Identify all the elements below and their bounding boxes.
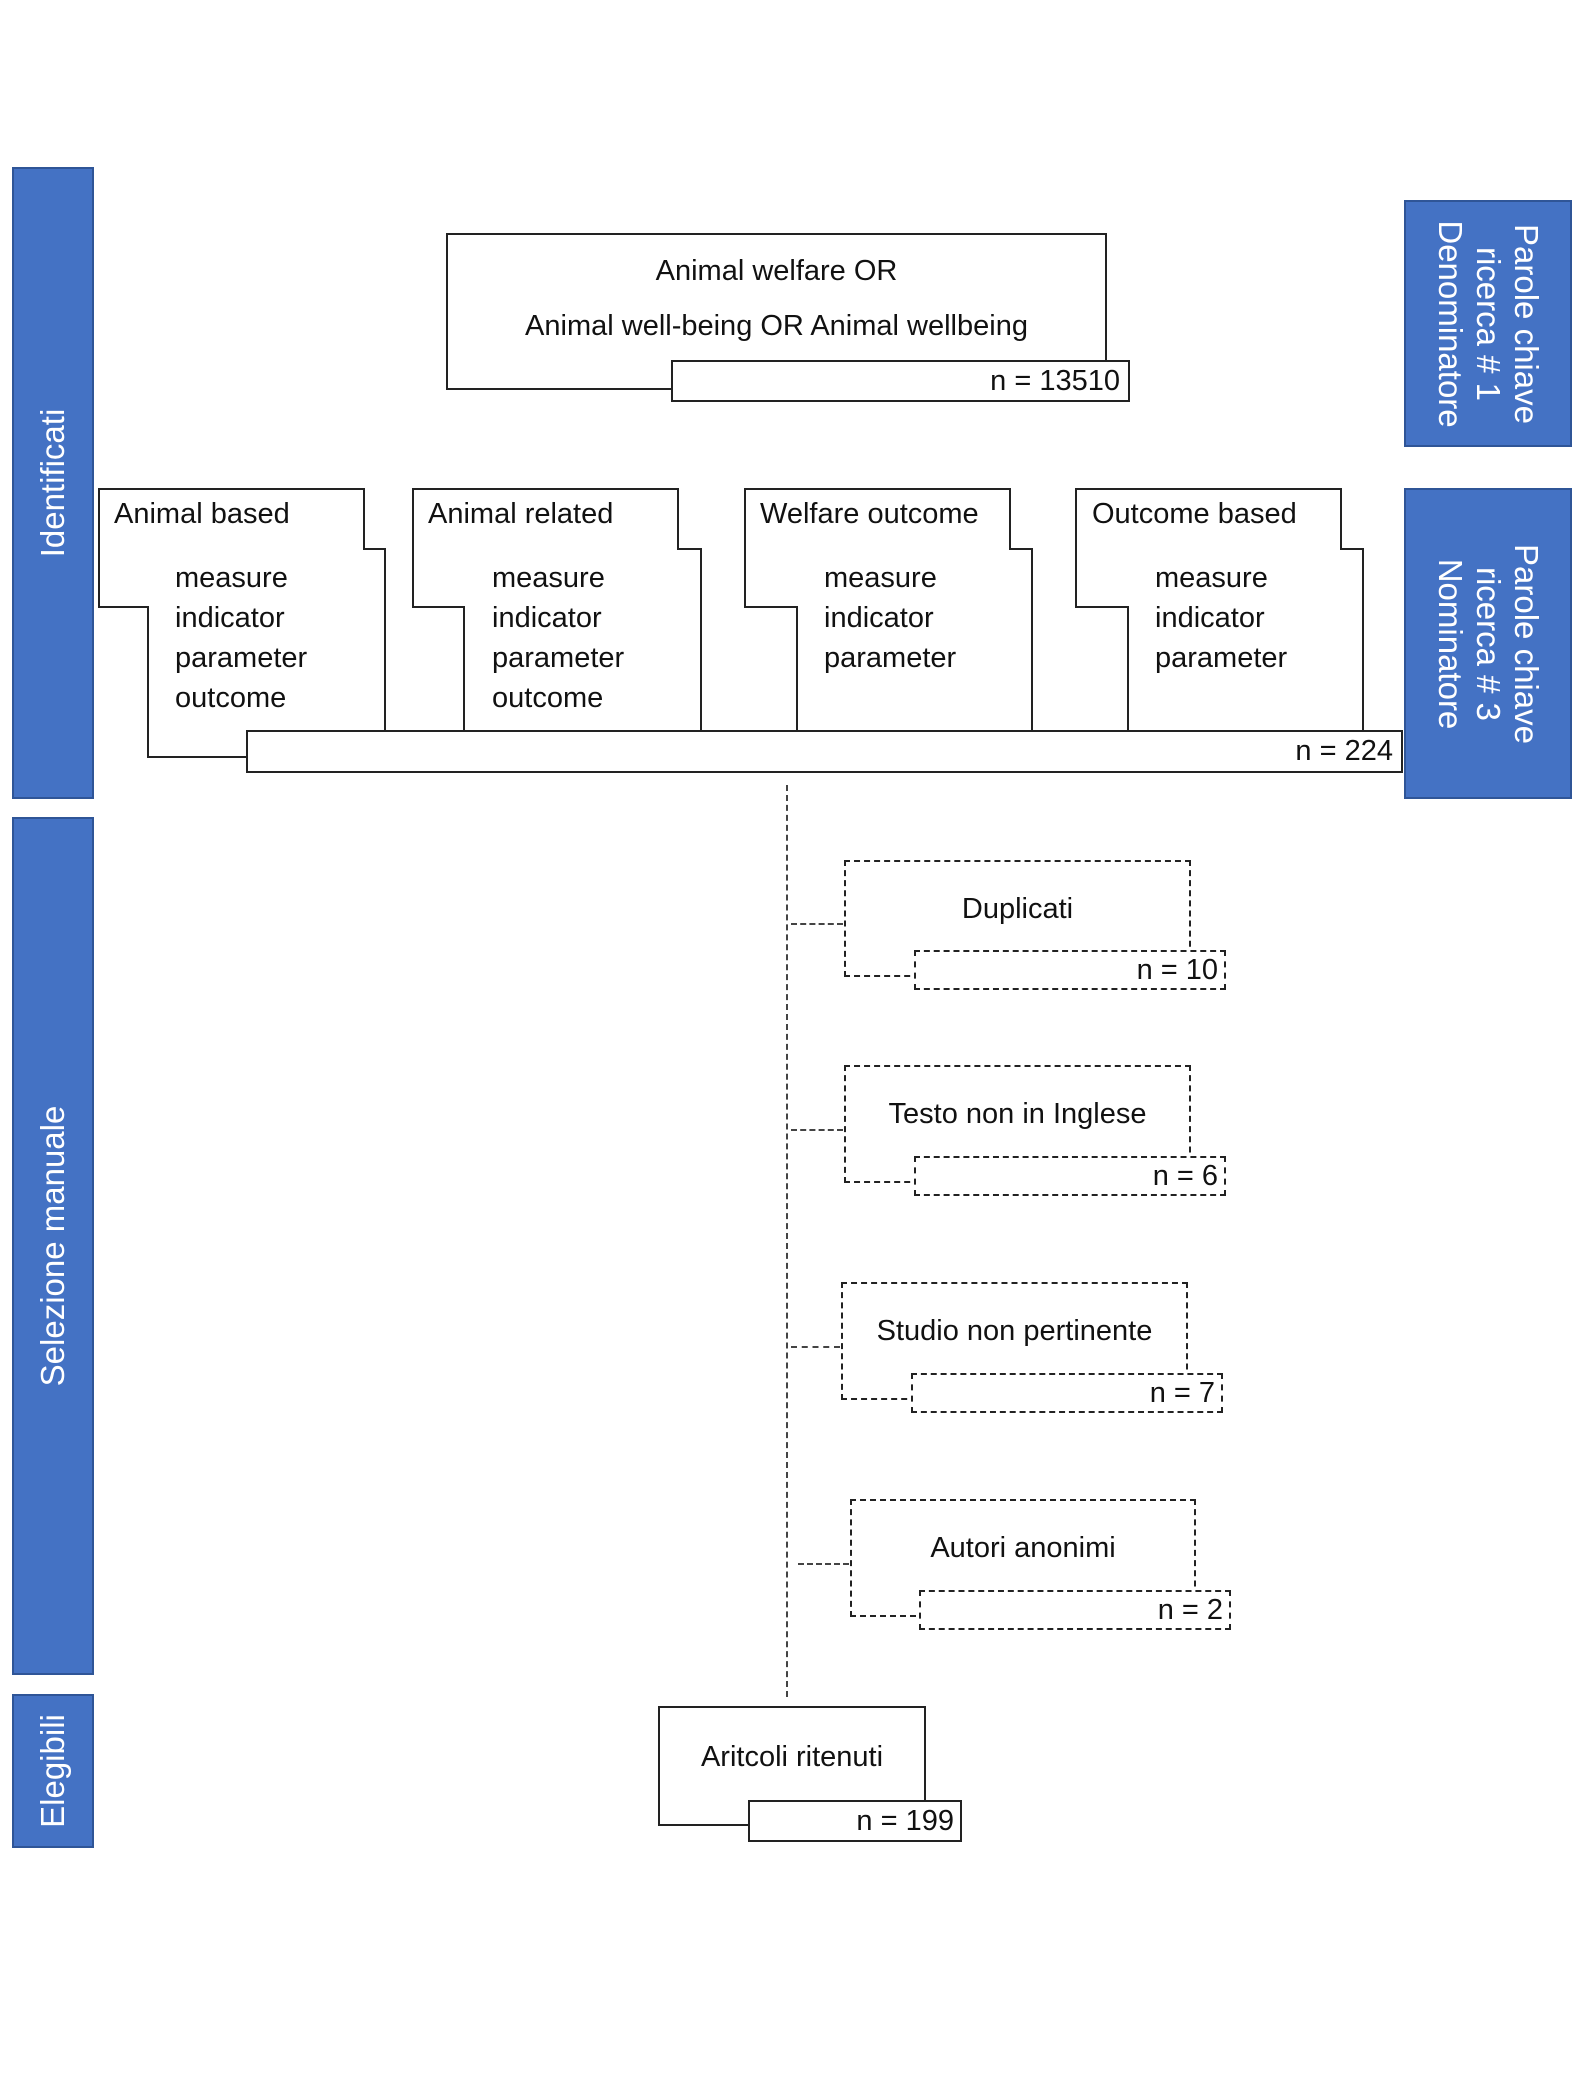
- final-count: n = 199: [856, 1805, 954, 1837]
- keyword-box-outcome-based-frame: [1075, 488, 1342, 608]
- keyword-title-welfare-outcome: Welfare outcome: [760, 498, 979, 530]
- keyword-box-animal-based-frame: [98, 488, 365, 608]
- stage-band-elegibili: Elegibili: [12, 1694, 94, 1848]
- stage-label-selezione: Selezione manuale: [33, 1105, 71, 1387]
- keyword-box-animal-based-edge: [363, 488, 365, 550]
- keyword-box-outcome-based-mask: [1077, 490, 1340, 606]
- keyword-box-animal-related-notch: [677, 548, 702, 550]
- keyword-box-animal-based-mask: [100, 490, 363, 606]
- keyword-box-welfare-outcome-edge: [1009, 488, 1011, 550]
- search1-count: n = 13510: [990, 365, 1120, 397]
- keyword-box-animal-related-edge: [677, 488, 679, 550]
- keyword-box-animal-related-mask: [414, 490, 677, 606]
- keyword-title-animal-based: Animal based: [114, 498, 290, 530]
- exclusion-count-box-non-inglese: n = 6: [914, 1156, 1226, 1196]
- keyword-box-outcome-based-edge: [1340, 488, 1342, 550]
- keyword-box-welfare-outcome-mask: [746, 490, 1009, 606]
- exclusion-count-box-anonimi: n = 2: [919, 1590, 1231, 1630]
- side-band-ricerca1: Parole chiave ricerca # 1 Denominatore: [1404, 200, 1572, 447]
- side-label-ricerca3: Parole chiave ricerca # 3 Nominatore: [1432, 543, 1545, 744]
- search1-count-box: n = 13510: [671, 360, 1130, 402]
- keyword-box-animal-related-frame: [412, 488, 679, 608]
- keyword-terms-outcome-based: measure indicator parameter: [1155, 562, 1288, 674]
- exclusion-count-box-duplicati: n = 10: [914, 950, 1226, 990]
- flow-trunk-line: [786, 785, 788, 1697]
- side-label-ricerca1: Parole chiave ricerca # 1 Denominatore: [1432, 219, 1545, 428]
- keyword-box-welfare-outcome-notch: [1009, 548, 1033, 550]
- exclusion-label-non-inglese: Testo non in Inglese: [888, 1098, 1147, 1130]
- keyword-title-animal-related: Animal related: [428, 498, 614, 530]
- exclusion-label-anonimi: Autori anonimi: [930, 1532, 1116, 1564]
- search1-line2: Animal well-being OR Animal wellbeing: [525, 310, 1028, 342]
- search1-line1: Animal welfare OR: [655, 255, 898, 287]
- exclusion-label-duplicati: Duplicati: [961, 893, 1074, 925]
- stage-label-elegibili: Elegibili: [33, 1714, 71, 1828]
- final-label: Aritcoli ritenuti: [700, 1741, 884, 1773]
- search3-count-box: n = 224: [246, 730, 1403, 773]
- search3-count: n = 224: [1295, 735, 1393, 767]
- keyword-terms-animal-based: measure indicator parameter outcome: [175, 562, 308, 714]
- exclusion-count-non-pertinente: n = 7: [1149, 1377, 1215, 1409]
- keyword-box-animal-related-step: [412, 606, 465, 608]
- keyword-box-animal-based-bottom-step: [147, 756, 247, 758]
- keyword-box-animal-based-notch: [363, 548, 386, 550]
- keyword-terms-welfare-outcome: measure indicator parameter: [824, 562, 957, 674]
- keyword-box-welfare-outcome-frame: [744, 488, 1011, 608]
- exclusion-connector-non-pertinente: [791, 1346, 840, 1348]
- keyword-box-welfare-outcome-step: [744, 606, 798, 608]
- keyword-box-animal-based-left-step: [147, 606, 149, 758]
- final-count-box: n = 199: [748, 1800, 962, 1842]
- keyword-title-outcome-based: Outcome based: [1092, 498, 1297, 530]
- stage-band-identificati: Identificati: [12, 167, 94, 799]
- exclusion-count-anonimi: n = 2: [1157, 1594, 1223, 1626]
- stage-label-identificati: Identificati: [33, 408, 71, 558]
- exclusion-count-box-non-pertinente: n = 7: [911, 1373, 1223, 1413]
- side-band-ricerca3: Parole chiave ricerca # 3 Nominatore: [1404, 488, 1572, 799]
- exclusion-connector-duplicati: [791, 923, 843, 925]
- stage-band-selezione: Selezione manuale: [12, 817, 94, 1675]
- exclusion-count-duplicati: n = 10: [1136, 954, 1218, 986]
- exclusion-connector-anonimi: [798, 1563, 849, 1565]
- keyword-terms-animal-related: measure indicator parameter outcome: [492, 562, 625, 714]
- exclusion-label-non-pertinente: Studio non pertinente: [876, 1315, 1153, 1347]
- keyword-box-outcome-based-notch: [1340, 548, 1364, 550]
- keyword-box-animal-based-step: [98, 606, 149, 608]
- exclusion-connector-non-inglese: [791, 1129, 843, 1131]
- exclusion-count-non-inglese: n = 6: [1152, 1160, 1218, 1192]
- keyword-box-outcome-based-step: [1075, 606, 1129, 608]
